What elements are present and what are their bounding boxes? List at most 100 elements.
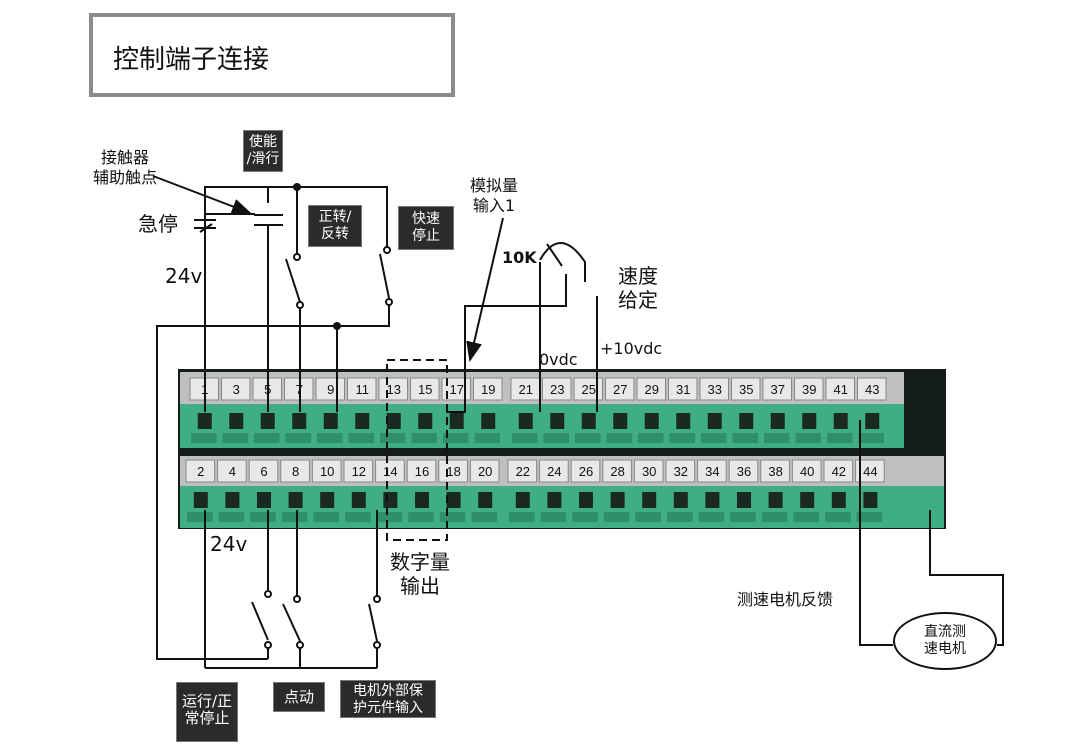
terminal-40-screw — [800, 492, 815, 508]
terminal-42-label: 42 — [832, 464, 846, 479]
terminal-6-screw — [257, 492, 271, 508]
terminal-label-bg — [760, 459, 790, 483]
terminal-5-clamp — [254, 433, 280, 443]
terminal-19-label: 19 — [481, 382, 495, 397]
estop-label: 急停 — [138, 212, 178, 236]
terminal-label-bg — [248, 459, 279, 483]
terminal-15-screw — [418, 413, 433, 429]
terminal-1-clamp — [191, 433, 217, 443]
terminal-label-bg — [668, 377, 698, 401]
terminal-label-bg — [857, 377, 887, 401]
terminal-18-clamp — [439, 512, 466, 522]
terminal-15-clamp — [411, 433, 437, 443]
terminal-7-screw — [292, 413, 307, 429]
terminal-11-clamp — [348, 433, 374, 443]
tacho-motor: 直流测速电机 — [893, 612, 997, 670]
terminal-label-bg — [605, 377, 635, 401]
terminal-14-screw — [383, 492, 398, 508]
terminal-21-label: 21 — [519, 382, 533, 397]
terminal-22-clamp — [509, 512, 535, 522]
terminal-12-label: 12 — [352, 464, 366, 479]
terminal-label-bg — [185, 459, 216, 483]
motor-protect-box: 电机外部保护元件输入 — [340, 680, 436, 718]
title-box: 控制端子连接 — [89, 13, 455, 97]
terminal-label-bg — [633, 459, 664, 483]
terminal-label-bg — [406, 459, 437, 483]
page-title: 控制端子连接 — [113, 45, 270, 75]
terminal-20-label: 20 — [478, 464, 492, 479]
terminal-39-screw — [802, 413, 817, 429]
contactor-aux-label: 接触器 辅助触点 — [93, 148, 158, 187]
terminal-9-screw — [323, 413, 338, 429]
terminal-29-label: 29 — [645, 382, 659, 397]
terminal-22-label: 22 — [516, 464, 530, 479]
terminal-26-screw — [579, 492, 593, 508]
terminal-14-label: 14 — [383, 464, 397, 479]
terminal-36-screw — [737, 492, 751, 508]
terminal-29-screw — [644, 413, 659, 429]
terminal-17-clamp — [443, 433, 469, 443]
terminal-7-clamp — [285, 433, 311, 443]
terminal-10-screw — [320, 492, 335, 508]
v10-label: +10vdc — [600, 339, 663, 358]
terminal-13-label: 13 — [387, 382, 401, 397]
analog-arrow — [466, 217, 504, 362]
terminal-6-label: 6 — [260, 464, 267, 479]
terminal-23-screw — [550, 413, 565, 429]
terminal-label-bg — [473, 377, 503, 401]
terminal-label-bg — [602, 459, 632, 483]
terminal-6-clamp — [250, 512, 276, 522]
terminal-label-bg — [855, 459, 885, 483]
terminal-32-clamp — [667, 512, 693, 522]
fwd-rev-box: 正转/反转 — [308, 205, 362, 247]
terminal-33-screw — [707, 413, 722, 429]
terminal-34-clamp — [698, 512, 725, 522]
terminal-33-label: 33 — [708, 382, 722, 397]
terminal-30-screw — [642, 492, 657, 508]
switch-contacts — [251, 183, 393, 649]
terminal-2-label: 2 — [197, 464, 204, 479]
aux-contact — [254, 214, 283, 226]
terminal-31-screw — [676, 413, 691, 429]
terminal-38-screw — [768, 492, 783, 508]
terminal-23-label: 23 — [550, 382, 564, 397]
terminal-11-label: 11 — [356, 382, 370, 397]
terminal-1-screw — [197, 413, 212, 429]
terminal-label-bg — [728, 459, 759, 483]
terminal-2-clamp — [187, 512, 213, 522]
speed-ref-label: 速度 给定 — [618, 264, 658, 312]
terminal-27-clamp — [606, 433, 632, 443]
terminal-44-label: 44 — [863, 464, 877, 479]
terminal-17-screw — [449, 413, 464, 429]
terminal-25-clamp — [575, 433, 601, 443]
terminal-40-label: 40 — [800, 464, 814, 479]
top-row-screws — [191, 413, 884, 443]
terminal-43-screw — [865, 413, 880, 429]
terminal-39-label: 39 — [802, 382, 816, 397]
terminal-35-screw — [739, 413, 754, 429]
terminal-16-clamp — [408, 512, 434, 522]
terminal-33-clamp — [701, 433, 727, 443]
terminal-31-label: 31 — [676, 382, 690, 397]
terminal-12-clamp — [345, 512, 371, 522]
pot-label: 10K — [502, 248, 537, 267]
terminal-8-screw — [288, 492, 303, 508]
terminal-4-clamp — [218, 512, 245, 522]
terminal-25-screw — [581, 413, 596, 429]
bottom-row-screws — [187, 492, 883, 522]
terminal-20-clamp — [471, 512, 497, 522]
terminal-label-bg — [507, 459, 538, 483]
terminal-19-screw — [481, 413, 496, 429]
terminal-34-screw — [705, 492, 720, 508]
terminal-30-clamp — [635, 512, 661, 522]
terminal-label-bg — [438, 459, 468, 483]
quick-stop-box: 快速停止 — [398, 206, 454, 250]
terminal-4-screw — [225, 492, 240, 508]
terminal-label-bg — [469, 459, 500, 483]
terminal-32-label: 32 — [674, 464, 688, 479]
terminal-16-label: 16 — [415, 464, 429, 479]
terminal-label-bg — [410, 377, 440, 401]
